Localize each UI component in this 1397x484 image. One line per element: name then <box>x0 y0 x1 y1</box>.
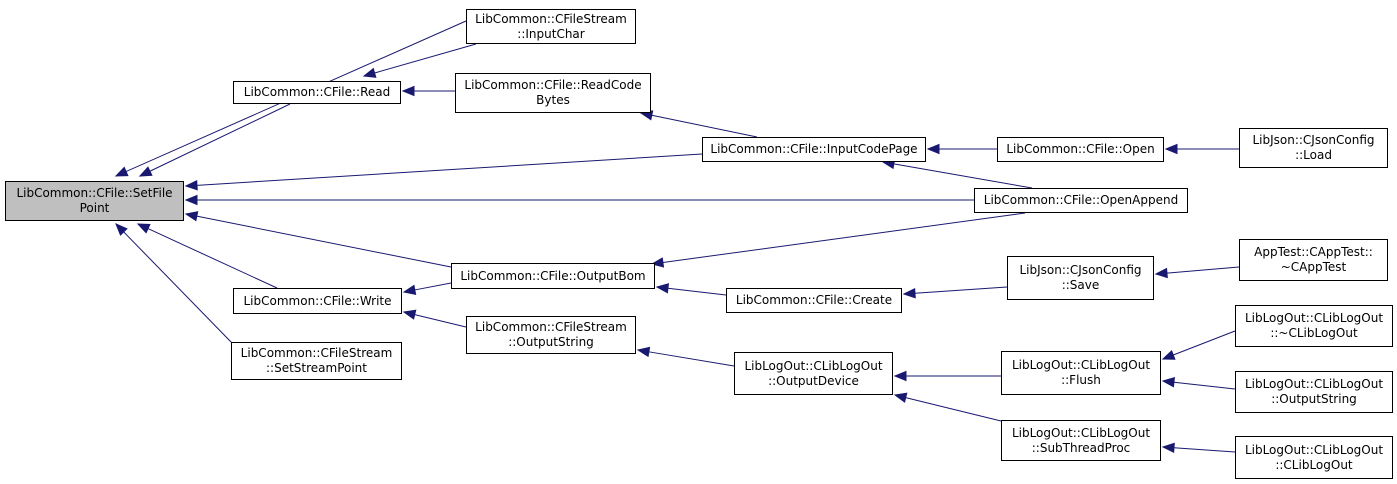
edge-arrowhead <box>893 370 907 382</box>
edge-write-to-setfilepoint <box>147 228 278 289</box>
edge-jsonsave-to-create <box>914 286 1008 294</box>
node-label-line: LibCommon::CFile::OpenAppend <box>983 193 1179 207</box>
node-label-line: LibCommon::CFile::Read <box>243 85 391 99</box>
node-label-line: LibLogOut::CLibLogOut <box>1244 377 1384 391</box>
edge-arrowhead <box>184 194 198 206</box>
edge-arrowhead <box>184 180 198 191</box>
edge-arrowhead <box>401 85 415 97</box>
edge-inputcodepage-to-readcodebytes <box>651 114 758 138</box>
node-label-line: ::SubThreadProc <box>1031 440 1131 455</box>
node-label-line: ::CLibLogOut <box>1275 457 1353 472</box>
node-label-line: ::Flush <box>1061 373 1101 387</box>
node-label-line: ::~CLibLogOut <box>1270 326 1358 340</box>
edge-arrowhead <box>402 284 417 295</box>
edge-arrowhead <box>902 287 916 299</box>
node-inputchar[interactable]: LibCommon::CFileStream::InputChar <box>466 9 636 44</box>
edge-arrowhead <box>893 392 908 403</box>
node-label-line: LibLogOut::CLibLogOut <box>1011 425 1151 440</box>
edge-arrowhead <box>114 166 129 177</box>
node-read[interactable]: LibCommon::CFile::Read <box>233 81 401 104</box>
edge-setstreampoint-to-setfilepoint <box>123 231 233 344</box>
node-label-line: LibCommon::CFile::SetFile <box>16 186 173 200</box>
node-label-line: ~CAppTest <box>1280 260 1347 274</box>
edge-arrowhead <box>1164 143 1178 155</box>
node-setstreampoint[interactable]: LibCommon::CFileStream::SetStreamPoint <box>231 342 402 380</box>
node-label-line: LibJson::CJsonConfig <box>1252 133 1375 147</box>
node-label-line: LibLogOut::CLibLogOut <box>1244 442 1384 457</box>
node-write[interactable]: LibCommon::CFile::Write <box>233 288 402 314</box>
edge-openappend-to-outputbom <box>662 212 1026 264</box>
node-logctor[interactable]: LibLogOut::CLibLogOut::CLibLogOut <box>1235 436 1393 479</box>
edge-inputchar-to-read <box>374 43 477 74</box>
node-label-line: LibCommon::CFile::Create <box>735 293 893 307</box>
edge-arrowhead <box>1154 267 1168 279</box>
edge-arrowhead <box>655 283 670 294</box>
edge-outputbom-to-write <box>414 282 452 291</box>
node-label-line: LibLogOut::CLibLogOut <box>1244 311 1384 325</box>
node-label-line: LibLogOut::CLibLogOut <box>1011 358 1151 372</box>
edge-logdtor-to-flush <box>1173 330 1236 356</box>
edge-subthreadproc-to-outputdevice <box>905 397 1002 422</box>
edge-inputcodepage-to-setfilepoint <box>196 153 703 186</box>
node-label-line: ::Save <box>1061 278 1100 292</box>
node-label-line: AppTest::CAppTest:: <box>1254 245 1373 259</box>
node-outputbom[interactable]: LibCommon::CFile::OutputBom <box>451 263 655 289</box>
node-outputdevice[interactable]: LibLogOut::CLibLogOut::OutputDevice <box>734 352 893 395</box>
edge-apptestdtor-to-jsonsave <box>1166 266 1240 274</box>
node-logdtor[interactable]: LibLogOut::CLibLogOut::~CLibLogOut <box>1235 305 1393 347</box>
node-open[interactable]: LibCommon::CFile::Open <box>997 137 1164 162</box>
edge-arrowhead <box>1161 377 1176 388</box>
node-label-line: LibCommon::CFile::Write <box>243 293 392 308</box>
node-label-line: LibCommon::CFile::ReadCode <box>464 78 642 92</box>
edge-outputbom-to-setfilepoint <box>196 215 452 268</box>
node-label-line: ::InputChar <box>517 26 585 41</box>
node-label-line: LibCommon::CFileStream <box>475 320 627 334</box>
node-label-line: LibCommon::CFile::Open <box>1006 142 1155 156</box>
node-label-line: ::SetStreamPoint <box>265 361 367 375</box>
node-apptestdtor[interactable]: AppTest::CAppTest::~CAppTest <box>1239 239 1388 281</box>
edge-logoutputstring-to-flush <box>1173 381 1236 390</box>
edge-arrowhead <box>184 211 199 222</box>
node-flush[interactable]: LibLogOut::CLibLogOut::Flush <box>1001 351 1161 395</box>
edge-arrowhead <box>636 346 651 358</box>
node-jsonload[interactable]: LibJson::CJsonConfig::Load <box>1239 128 1388 168</box>
node-openappend[interactable]: LibCommon::CFile::OpenAppend <box>974 188 1188 213</box>
edge-arrowhead <box>115 223 128 236</box>
edge-arrowhead <box>1161 442 1175 454</box>
edge-outputdevice-to-streamoutputstring <box>648 351 735 367</box>
node-label-line: LibLogOut::CLibLogOut <box>744 358 883 373</box>
node-label-line: LibCommon::CFileStream <box>240 346 393 360</box>
node-create[interactable]: LibCommon::CFile::Create <box>726 288 902 313</box>
node-label-line: LibCommon::CFile::OutputBom <box>460 268 646 283</box>
node-label-line: LibCommon::CFile::InputCodePage <box>710 142 918 156</box>
node-label-line: ::OutputDevice <box>768 373 859 388</box>
node-label-line: Bytes <box>536 93 570 107</box>
edge-read-to-setfilepoint <box>149 103 291 172</box>
edge-openappend-to-inputcodepage <box>893 163 1033 189</box>
edge-arrowhead <box>1161 349 1176 360</box>
edge-streamoutputstring-to-write <box>414 314 467 328</box>
edge-arrowhead <box>362 67 377 78</box>
edge-arrowhead <box>136 223 151 234</box>
node-jsonsave[interactable]: LibJson::CJsonConfig::Save <box>1007 256 1154 300</box>
node-subthreadproc[interactable]: LibLogOut::CLibLogOut::SubThreadProc <box>1001 420 1161 461</box>
node-label-line: LibCommon::CFileStream <box>475 11 627 26</box>
node-label-line: ::Load <box>1295 148 1332 162</box>
edge-arrowhead <box>138 166 153 177</box>
edge-arrowhead <box>926 143 940 155</box>
edge-create-to-outputbom <box>667 287 727 296</box>
node-label-line: Point <box>79 201 110 215</box>
node-inputcodepage[interactable]: LibCommon::CFile::InputCodePage <box>702 137 926 162</box>
node-label-line: ::OutputString <box>508 335 594 349</box>
edge-arrowhead <box>402 309 417 320</box>
node-streamoutputstring[interactable]: LibCommon::CFileStream::OutputString <box>466 316 636 354</box>
edge-logctor-to-subthreadproc <box>1173 447 1236 453</box>
node-label-line: ::OutputString <box>1271 392 1357 406</box>
node-logoutputstring[interactable]: LibLogOut::CLibLogOut::OutputString <box>1235 371 1393 413</box>
node-label-line: LibJson::CJsonConfig <box>1019 263 1142 277</box>
